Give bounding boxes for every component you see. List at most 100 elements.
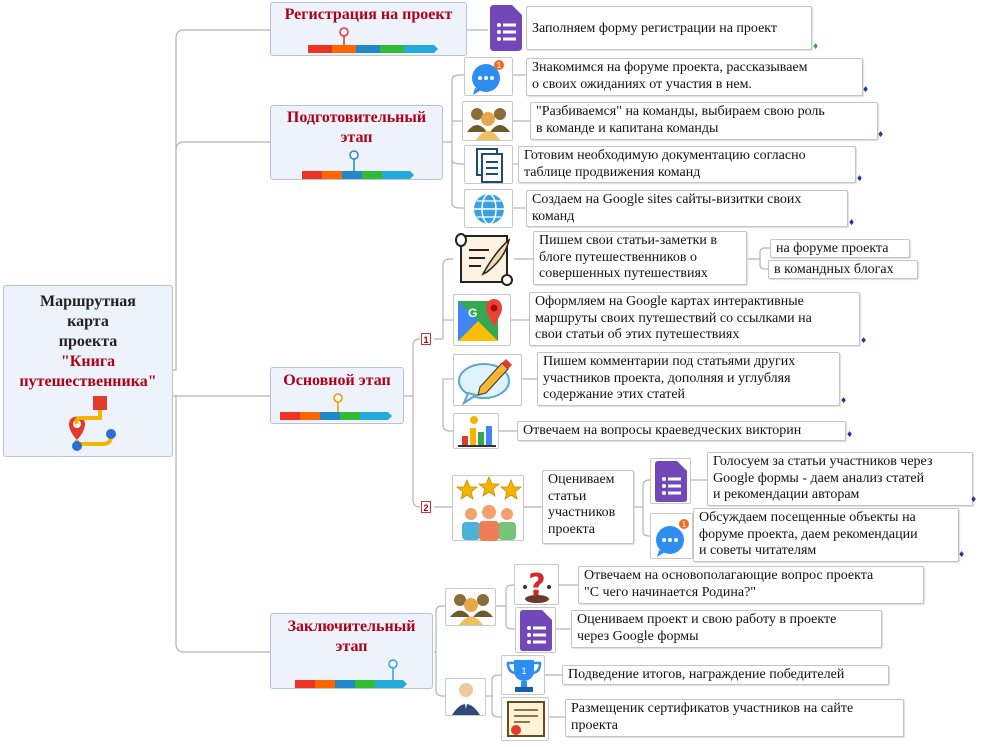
root-title-line2: путешественника"	[19, 373, 157, 390]
leaf-text: Пишем свои статьи-заметки в	[539, 233, 718, 248]
stage-prep-title-line2: этап	[340, 129, 373, 146]
leaf-registration-form[interactable]: Заполняем форму регистрации на проект	[526, 6, 812, 50]
scroll-quill-icon	[453, 230, 514, 288]
leaf-text: "Разбиваемся" на команды, выбираем свою …	[536, 104, 825, 119]
leaf-text: Отвечаем на вопросы краеведческих виктор…	[523, 423, 802, 438]
documents-icon	[464, 145, 513, 184]
quiz-chart-icon	[453, 413, 499, 449]
comment-pencil-icon	[453, 354, 522, 406]
branch-marker-2: 2	[421, 501, 431, 513]
leaf-text: команд	[532, 208, 575, 224]
leaf-text: Обсуждаем посещенные объекты на	[699, 510, 916, 525]
leaf-text: Создаем на Google sites сайты-визитки св…	[532, 192, 802, 207]
leaf-text: содержание этих статей	[543, 387, 686, 402]
team-icon	[462, 101, 513, 141]
pin-icon: ♦	[848, 218, 856, 227]
leaf-prep-forum[interactable]: Знакомимся на форуме проекта, рассказыва…	[526, 58, 863, 96]
trophy-icon: 1	[501, 655, 545, 695]
globe-icon	[464, 189, 513, 228]
leaf-text: форуме проекта, даем рекомендации	[699, 526, 918, 542]
leaf-main-maps[interactable]: Оформляем на Google картах интерактивные…	[529, 292, 860, 346]
leaf-text: свои статьи об этих путешествиях	[535, 327, 740, 342]
leaf-text: и рекомендации авторам	[713, 487, 860, 502]
leaf-text: Оформляем на Google картах интерактивные	[535, 294, 804, 309]
timeline-icon	[294, 659, 407, 688]
google-forms-icon	[488, 5, 524, 51]
leaf-text: проекта	[548, 521, 595, 537]
leaf-text: блоге путешественников о	[539, 249, 697, 265]
team-icon	[445, 588, 496, 626]
svg-text:G: G	[468, 306, 477, 320]
chat-bubble-icon: 1	[650, 513, 693, 559]
leaf-text: Заполняем форму регистрации на проект	[532, 21, 778, 36]
leaf-blog-forum[interactable]: на форуме проекта	[770, 239, 910, 258]
google-maps-icon: G	[453, 294, 511, 346]
google-forms-icon	[515, 607, 556, 653]
leaf-discuss-objects[interactable]: Обсуждаем посещенные объекты на форуме п…	[693, 508, 959, 562]
leaf-final-evaluate[interactable]: Оцениваем проект и свою работу в проекте…	[571, 610, 882, 648]
pin-icon: ♦	[840, 396, 848, 405]
leaf-text: проекта	[571, 717, 618, 733]
pin-icon: ♦	[846, 430, 854, 439]
stage-prep-title-line1: Подготовительный	[286, 109, 427, 126]
leaf-final-results[interactable]: Подведение итогов, награждение победител…	[562, 665, 889, 685]
leaf-text: через Google формы	[577, 628, 699, 644]
leaf-text: таблице продвижения команд	[524, 164, 701, 180]
root-title-line1: "Книга	[60, 353, 116, 370]
leaf-text: Отвечаем на основополагающие вопрос прое…	[584, 568, 874, 583]
leaf-text: на форуме проекта	[776, 241, 889, 256]
notification-badge: 1	[521, 666, 526, 676]
notification-badge: 1	[497, 61, 502, 70]
google-forms-icon	[650, 458, 691, 504]
leaf-prep-docs[interactable]: Готовим необходимую документацию согласн…	[518, 146, 856, 183]
leaf-prep-teams[interactable]: "Разбиваемся" на команды, выбираем свою …	[530, 102, 878, 140]
certificate-icon	[501, 697, 549, 741]
leaf-vote-articles[interactable]: Голосуем за статьи участников через Goog…	[707, 452, 973, 506]
pin-icon: ♦	[812, 42, 820, 51]
leaf-text: участников проекта, дополняя и углубляя	[543, 370, 791, 386]
stage-final[interactable]: Заключительный этап	[270, 613, 433, 689]
leaf-text: в команде и капитана команды	[536, 120, 719, 136]
leaf-text: Размещеник сертификатов участников на са…	[571, 701, 854, 716]
stage-preparatory[interactable]: Подготовительный этап	[270, 105, 443, 180]
leaf-main-quiz[interactable]: Отвечаем на вопросы краеведческих виктор…	[517, 421, 846, 441]
notification-badge: 1	[682, 520, 687, 529]
leaf-main-comments[interactable]: Пишем комментарии под статьями других уч…	[537, 352, 840, 406]
leaf-text: Оцениваем	[548, 472, 615, 487]
root-line2: карта	[67, 313, 109, 330]
root-line1: Маршрутная	[40, 293, 136, 310]
pin-icon: ♦	[877, 130, 885, 139]
pin-icon: ♦	[856, 174, 864, 183]
leaf-text: Знакомимся на форуме проекта, рассказыва…	[532, 60, 808, 75]
timeline-icon	[307, 27, 438, 53]
leaf-main-blog[interactable]: Пишем свои статьи-заметки в блоге путеше…	[533, 231, 747, 285]
leaf-text: в командных блогах	[774, 262, 894, 277]
leaf-text: совершенных путешествиях	[539, 266, 708, 281]
leaf-text: Google формы - даем анализ статей	[713, 470, 925, 486]
timeline-icon	[301, 150, 414, 179]
leaf-rate-articles[interactable]: Оцениваем статьи участников проекта	[542, 470, 634, 544]
leaf-prep-sites[interactable]: Создаем на Google sites сайты-визитки св…	[526, 190, 848, 227]
leaf-text: "С чего начинается Родина?"	[584, 584, 757, 600]
leaf-text: Пишем комментарии под статьями других	[543, 354, 796, 369]
root-line3: проекта	[58, 333, 118, 350]
leaf-final-question[interactable]: Отвечаем на основополагающие вопрос прое…	[578, 566, 924, 604]
stage-final-title-line2: этап	[335, 638, 368, 655]
leaf-final-certificates[interactable]: Размещеник сертификатов участников на са…	[565, 699, 904, 737]
leaf-text: Подведение итогов, награждение победител…	[568, 667, 845, 682]
route-map-icon	[69, 396, 116, 451]
leaf-text: и советы читателям	[699, 543, 817, 558]
stage-registration[interactable]: Регистрация на проект	[270, 2, 467, 56]
root-node[interactable]: Маршрутная карта проекта "Книга путешест…	[3, 285, 173, 457]
leaf-blog-teams[interactable]: в командных блогах	[768, 260, 918, 279]
stars-people-icon	[452, 475, 524, 541]
leaf-text: Готовим необходимую документацию согласн…	[524, 148, 806, 163]
leaf-text: маршруты своих путешествий со ссылками н…	[535, 310, 812, 326]
stage-main[interactable]: Основной этап	[270, 367, 404, 424]
leaf-text: участников	[548, 505, 616, 520]
pin-icon: ♦	[958, 550, 966, 559]
pin-icon: ♦	[970, 495, 978, 504]
stage-main-title: Основной этап	[283, 372, 391, 389]
chat-bubble-icon: 1	[464, 57, 513, 96]
leaf-text: Оцениваем проект и свою работу в проекте	[577, 612, 837, 627]
